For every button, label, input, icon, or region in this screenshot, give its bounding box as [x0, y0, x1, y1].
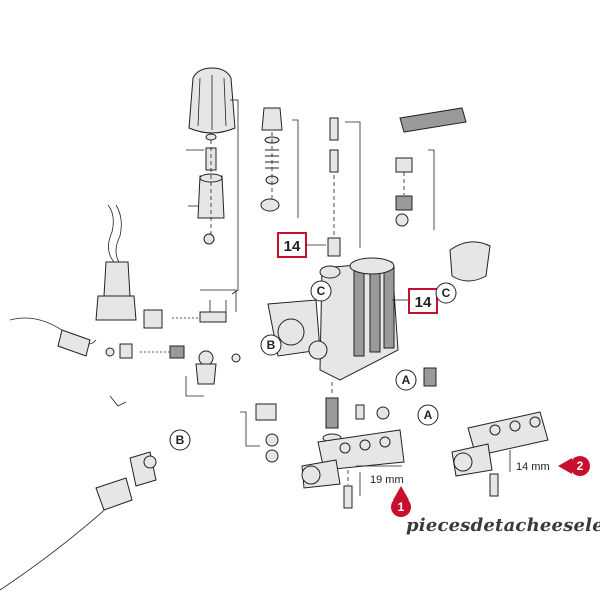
- bolt: [343, 485, 353, 509]
- svg-text:B: B: [176, 433, 185, 447]
- svg-text:A: A: [424, 408, 433, 422]
- valve-cap: [261, 107, 283, 131]
- switch-wire: [107, 204, 115, 263]
- hose-coupling: [57, 329, 91, 357]
- outlet-port: [277, 318, 305, 346]
- check-valve-alt: [423, 367, 437, 387]
- inlet-filter: [449, 241, 491, 282]
- site-watermark: piecesdetacheeselec.com: [406, 515, 600, 536]
- spring-small: [205, 147, 217, 171]
- valve-nut: [260, 198, 280, 212]
- piston-small: [169, 345, 185, 359]
- piston-rod: [329, 117, 339, 141]
- check-valve-lower: [325, 397, 339, 429]
- pressure-switch: [103, 261, 131, 297]
- dimension-label-left: 19 mm: [370, 474, 404, 486]
- svg-text:A: A: [402, 373, 411, 387]
- badge-2-label: 2: [577, 459, 584, 473]
- callout-14-right-label: 14: [415, 294, 432, 311]
- piston-seal: [327, 237, 341, 257]
- rod: [199, 311, 227, 323]
- callout-14-left-label: 14: [284, 238, 301, 255]
- callout-14-right: [408, 288, 438, 314]
- mounting-plate: [399, 107, 467, 133]
- check-valve: [395, 195, 413, 211]
- badge-1: 1: [391, 486, 411, 517]
- spring: [265, 149, 279, 169]
- badge-1-label: 1: [398, 500, 405, 514]
- valve-small: [198, 350, 214, 366]
- svg-text:C: C: [442, 286, 451, 300]
- pressure-knob: [188, 67, 236, 134]
- inlet-port: [308, 340, 328, 360]
- o-ring: [376, 406, 390, 420]
- letter-marker-a1: [395, 369, 417, 391]
- o-ring: [205, 133, 217, 141]
- nut: [119, 343, 133, 359]
- piston-guide: [329, 149, 339, 173]
- letter-marker-b2: [169, 429, 191, 451]
- badge-2: 2: [558, 456, 590, 476]
- letter-marker-a2: [417, 404, 439, 426]
- switch-fitting: [143, 309, 163, 329]
- letter-marker-b1: [260, 334, 282, 356]
- svg-text:C: C: [317, 284, 326, 298]
- clip: [109, 395, 127, 407]
- switch-body: [95, 295, 137, 321]
- o-ring: [395, 213, 409, 227]
- callout-14-left: [277, 232, 307, 258]
- pin: [355, 404, 365, 420]
- letter-marker-c2: [435, 282, 457, 304]
- check-valve-top: [395, 157, 413, 173]
- washer-small: [203, 233, 215, 245]
- hose-end: [95, 477, 133, 511]
- bolt: [489, 473, 499, 497]
- fitting: [255, 403, 277, 421]
- pump-head-body: [319, 257, 399, 381]
- dimension-label-right: 14 mm: [516, 461, 550, 473]
- letter-marker-c1: [310, 280, 332, 302]
- svg-text:B: B: [267, 338, 276, 352]
